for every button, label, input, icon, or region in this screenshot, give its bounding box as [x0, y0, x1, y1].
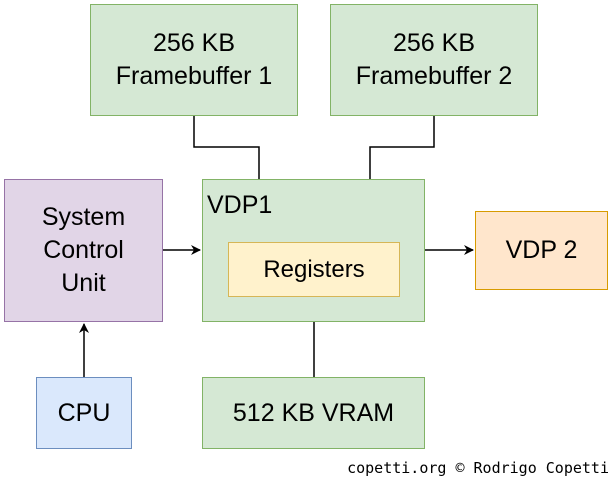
edge-framebuffer2-vdp1 — [369, 116, 435, 179]
scu-label-line-2: Control — [43, 236, 124, 264]
framebuffer-2-label: Framebuffer 2 — [355, 62, 513, 90]
cpu-label: CPU — [57, 398, 111, 427]
scu-label-line-1: System — [41, 203, 126, 231]
registers-label: Registers — [263, 256, 365, 283]
vdp2-node: VDP 2 — [475, 211, 608, 290]
framebuffer-2-node: 256 KB Framebuffer 2 — [330, 4, 538, 116]
framebuffer-2-size: 256 KB — [392, 29, 475, 57]
vram-node: 512 KB VRAM — [202, 377, 425, 449]
credit-text: copetti.org © Rodrigo Copetti — [347, 459, 609, 477]
vdp1-label: VDP1 — [207, 191, 273, 219]
framebuffer-1-size: 256 KB — [152, 29, 235, 57]
scu-label-line-3: Unit — [61, 269, 106, 297]
framebuffer-1-node: 256 KB Framebuffer 1 — [90, 4, 298, 116]
vdp2-label: VDP 2 — [505, 236, 578, 264]
system-control-unit-node: System Control Unit — [4, 179, 163, 322]
registers-node: Registers — [228, 242, 400, 297]
cpu-node: CPU — [36, 377, 132, 449]
vram-label: 512 KB VRAM — [232, 398, 395, 427]
edge-framebuffer1-vdp1 — [193, 116, 260, 179]
framebuffer-1-label: Framebuffer 1 — [115, 62, 273, 90]
